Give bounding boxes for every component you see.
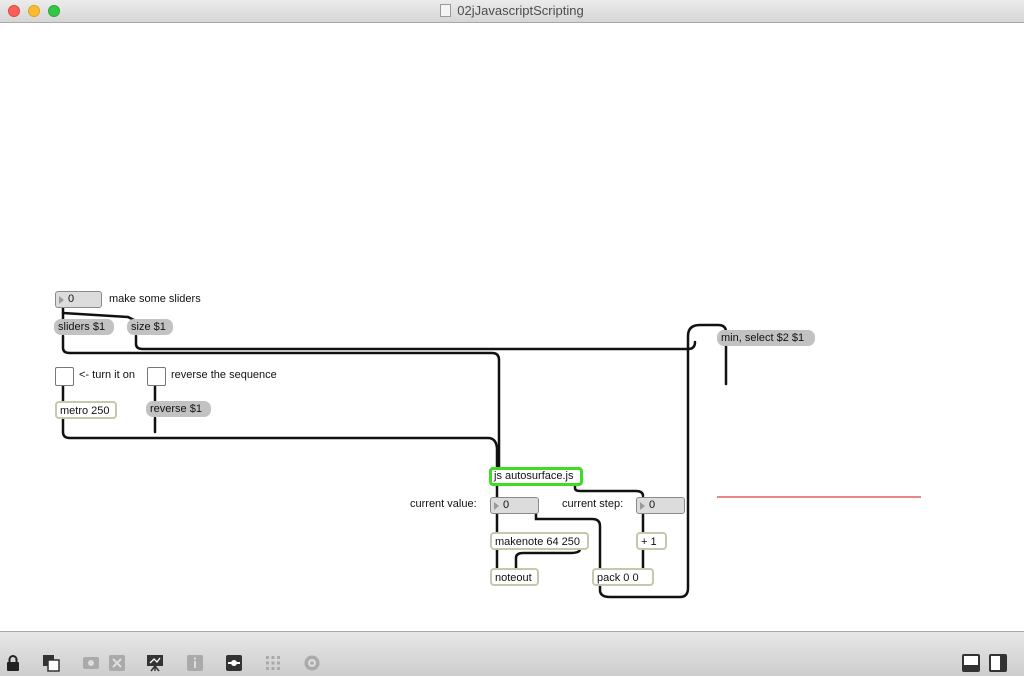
- window-title-bar: 02jJavascriptScripting: [0, 0, 1024, 23]
- makenote-object[interactable]: makenote 64 250: [490, 532, 589, 550]
- current-value-value: 0: [503, 499, 510, 511]
- reverse-sequence-comment: reverse the sequence: [171, 369, 277, 381]
- sliders-count-number[interactable]: 0: [55, 291, 102, 308]
- plus-one-object[interactable]: + 1: [636, 532, 667, 550]
- delete-icon[interactable]: [108, 654, 126, 672]
- reverse-message[interactable]: reverse $1: [146, 401, 211, 417]
- start-toggle[interactable]: [55, 367, 74, 386]
- palette-icon[interactable]: [303, 654, 321, 672]
- inspector-icon[interactable]: [186, 654, 204, 672]
- current-step-value: 0: [649, 499, 656, 511]
- zoom-window-button[interactable]: [48, 5, 60, 17]
- size-message[interactable]: size $1: [127, 319, 173, 335]
- metro-object[interactable]: metro 250: [55, 401, 117, 419]
- min-select-message[interactable]: min, select $2 $1: [717, 330, 815, 346]
- layout-bottom-icon[interactable]: [962, 654, 980, 672]
- reverse-toggle[interactable]: [147, 367, 166, 386]
- sliders-message[interactable]: sliders $1: [54, 319, 114, 335]
- patcher-toolbar: [0, 631, 1024, 676]
- document-icon: [440, 4, 452, 17]
- current-value-number[interactable]: 0: [490, 497, 539, 514]
- lock-icon[interactable]: [4, 654, 22, 672]
- noteout-object[interactable]: noteout: [490, 568, 539, 586]
- close-window-button[interactable]: [8, 5, 20, 17]
- window-title-text: 02jJavascriptScripting: [457, 3, 584, 18]
- minimize-window-button[interactable]: [28, 5, 40, 17]
- window-title: 02jJavascriptScripting: [0, 3, 1024, 18]
- presentation-icon[interactable]: [42, 654, 60, 672]
- objects-icon[interactable]: [82, 654, 100, 672]
- grid-icon[interactable]: [264, 654, 282, 672]
- current-value-comment: current value:: [410, 498, 477, 510]
- sliders-count-value: 0: [68, 293, 75, 305]
- layout-side-icon[interactable]: [989, 654, 1007, 672]
- make-sliders-comment: make some sliders: [109, 293, 201, 305]
- turn-on-comment: <- turn it on: [79, 369, 135, 381]
- easel-icon[interactable]: [146, 654, 164, 672]
- js-autosurface-object[interactable]: js autosurface.js: [489, 467, 583, 486]
- pack-object[interactable]: pack 0 0: [592, 568, 654, 586]
- current-step-comment: current step:: [562, 498, 624, 510]
- slider-icon[interactable]: [225, 654, 243, 672]
- current-step-number[interactable]: 0: [636, 497, 685, 514]
